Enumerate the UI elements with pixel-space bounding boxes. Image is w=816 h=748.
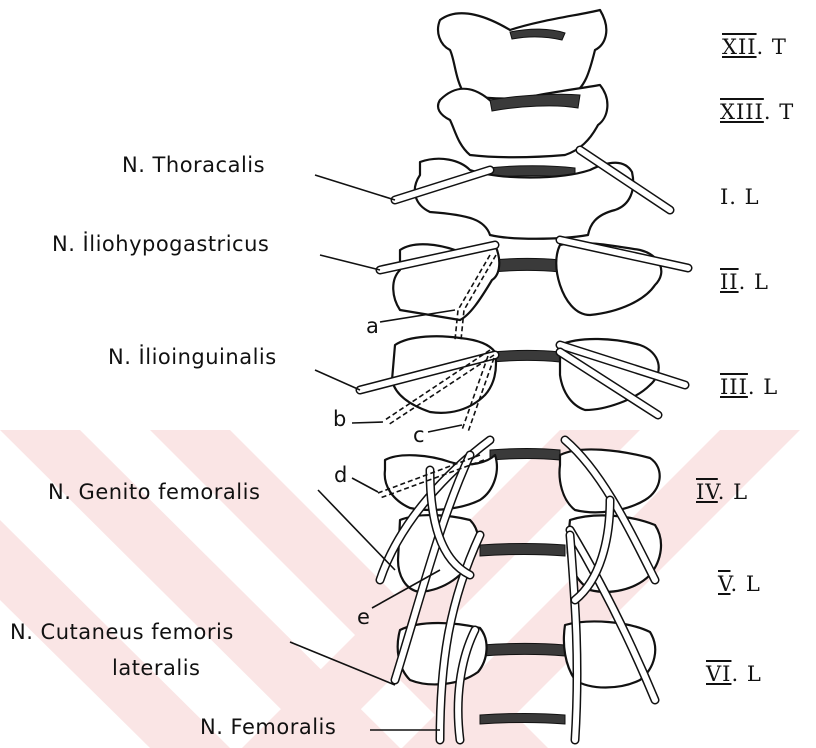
disc-l3-l4 xyxy=(490,449,560,461)
label-n-cutaneus-line1: N. Cutaneus femoris xyxy=(10,620,234,644)
letter-e: e xyxy=(357,605,370,629)
level-xii-t: XII. T xyxy=(722,35,787,59)
disc-bottom xyxy=(480,714,565,725)
label-n-ilioinguinalis: N. İlioinguinalis xyxy=(108,345,277,369)
level-xiii-t: XIII. T xyxy=(720,100,794,124)
label-n-thoracalis: N. Thoracalis xyxy=(122,153,265,177)
level-iii-l: III. L xyxy=(720,375,778,399)
label-n-iliohypogastricus: N. İliohypogastricus xyxy=(52,232,269,256)
label-n-genitofemoralis: N. Genito femoralis xyxy=(48,480,260,504)
vertebra-xii-t xyxy=(438,10,606,99)
disc-l1-l2 xyxy=(492,259,560,273)
level-ii-l: II. L xyxy=(720,270,769,294)
letter-a: a xyxy=(366,314,379,338)
label-n-cutaneus-line2: lateralis xyxy=(112,656,200,680)
disc-l4-l5 xyxy=(480,544,565,557)
letter-b: b xyxy=(333,407,347,431)
level-i-l: I. L xyxy=(720,185,760,209)
letter-d: d xyxy=(334,463,348,487)
label-n-femoralis: N. Femoralis xyxy=(200,715,336,739)
disc-l5-l6 xyxy=(482,644,565,657)
level-v-l: V. L xyxy=(718,572,761,596)
disc-l2-l3 xyxy=(492,351,560,363)
level-iv-l: IV. L xyxy=(696,480,748,504)
letter-c: c xyxy=(413,423,425,447)
level-vi-l: VI. L xyxy=(706,662,762,686)
